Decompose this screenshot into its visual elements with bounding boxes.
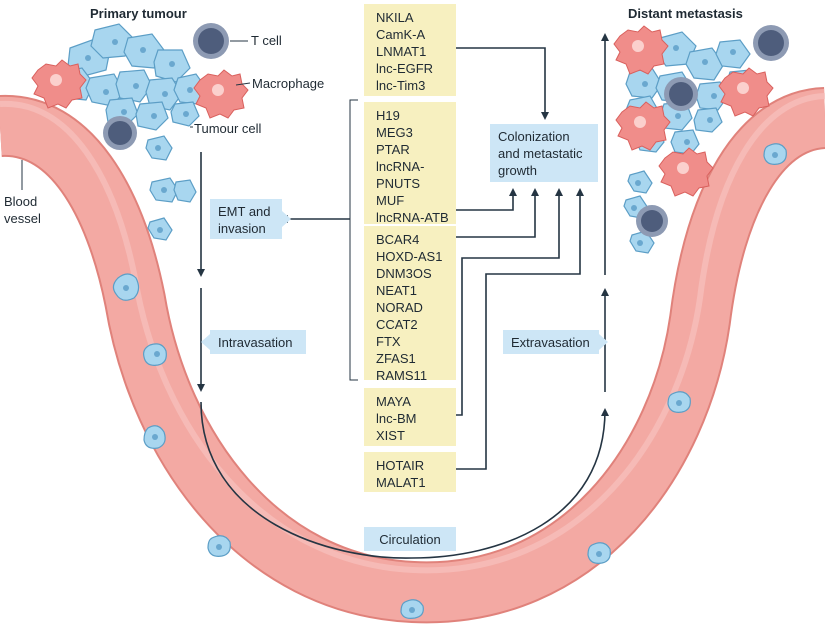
gene-item: MEG3 <box>376 125 413 140</box>
tumour-cell-label: Tumour cell <box>194 121 262 136</box>
gene-item: lnc-EGFR <box>376 61 434 76</box>
gene-group-3: BCAR4 HOXD-AS1 DNM3OS NEAT1 NORAD CCAT2 … <box>364 226 456 383</box>
gene-item: RAMS11 <box>376 368 428 383</box>
blood-vessel <box>0 87 825 624</box>
circulation-label: Circulation <box>364 527 456 551</box>
gene-item: HOXD-AS1 <box>376 249 443 264</box>
t-cell-primary <box>103 23 229 150</box>
gene-group-4: MAYA lnc-BM XIST <box>364 388 456 446</box>
gene-item: BCAR4 <box>376 232 420 247</box>
gene-item: lncRNA-ATB <box>376 210 449 225</box>
t-cell-label: T cell <box>251 33 282 48</box>
gene-item: NEAT1 <box>376 283 417 298</box>
macrophage-label: Macrophage <box>252 76 325 91</box>
macrophage-primary <box>31 59 249 119</box>
distant-metastasis-title: Distant metastasis <box>628 6 743 21</box>
gene-item: XIST <box>376 428 405 443</box>
gene-item: lncRNA- <box>376 159 425 174</box>
gene-group-1: NKILA CamK-A LNMAT1 lnc-EGFR lnc-Tim3 <box>364 4 456 96</box>
gene-item: HOTAIR <box>376 458 425 473</box>
blood-vessel-label: Blood vessel <box>4 194 41 226</box>
gene-bracket <box>349 99 358 381</box>
gene-group-2: H19 MEG3 PTAR lncRNA- PNUTS MUF lncRNA-A… <box>364 102 456 225</box>
gene-item: PNUTS <box>376 176 421 191</box>
emt-invasion-label: EMT and invasion <box>210 199 291 239</box>
gene-item: CCAT2 <box>376 317 418 332</box>
gene-item: H19 <box>376 108 400 123</box>
gene-item: CamK-A <box>376 27 426 42</box>
gene-item: lnc-Tim3 <box>376 78 426 93</box>
gene-item: lnc-BM <box>376 411 417 426</box>
process-arrows <box>197 33 609 559</box>
gene-group-5: HOTAIR MALAT1 <box>364 452 456 492</box>
gene-item: PTAR <box>376 142 410 157</box>
extravasation-label: Extravasation <box>503 330 608 354</box>
gene-item: NORAD <box>376 300 423 315</box>
primary-tumour-title: Primary tumour <box>90 6 187 21</box>
gene-item: FTX <box>376 334 401 349</box>
legend-leader-lines <box>21 40 251 190</box>
gene-item: LNMAT1 <box>376 44 427 59</box>
gene-item: DNM3OS <box>376 266 432 281</box>
t-cell-distant <box>636 25 789 237</box>
gene-item: NKILA <box>376 10 414 25</box>
macrophage-distant <box>613 25 774 197</box>
gene-item: ZFAS1 <box>376 351 416 366</box>
colonization-label: Colonization and metastatic growth <box>490 124 598 182</box>
gene-item: MUF <box>376 193 405 208</box>
gene-item: MALAT1 <box>376 475 426 490</box>
intravasation-label: Intravasation <box>201 330 306 354</box>
gene-item: MAYA <box>376 394 411 409</box>
